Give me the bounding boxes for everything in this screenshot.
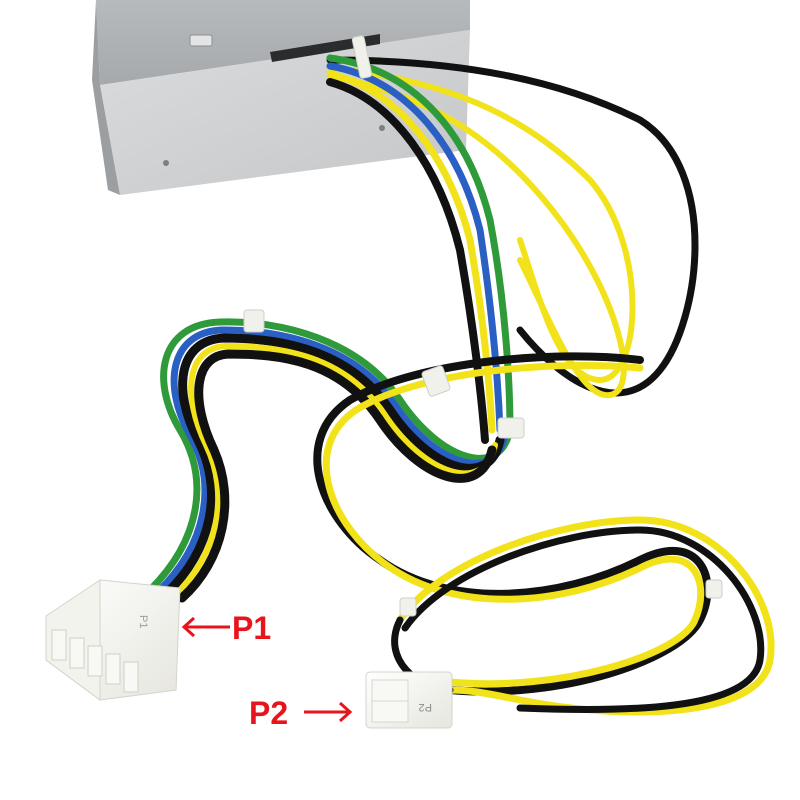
cable-harness (146, 54, 775, 716)
left-arrow-icon (181, 616, 230, 638)
right-arrow-icon (304, 701, 353, 723)
p1-label: P1 (232, 610, 272, 646)
cable-ties (243, 35, 723, 617)
p2-label: P2 (249, 695, 289, 731)
svg-text:P2: P2 (419, 701, 432, 713)
p2-connector: P2 (365, 671, 453, 729)
p1-connector: P1 (45, 579, 181, 701)
svg-text:P1: P1 (137, 615, 149, 628)
psu-box (92, 0, 470, 195)
